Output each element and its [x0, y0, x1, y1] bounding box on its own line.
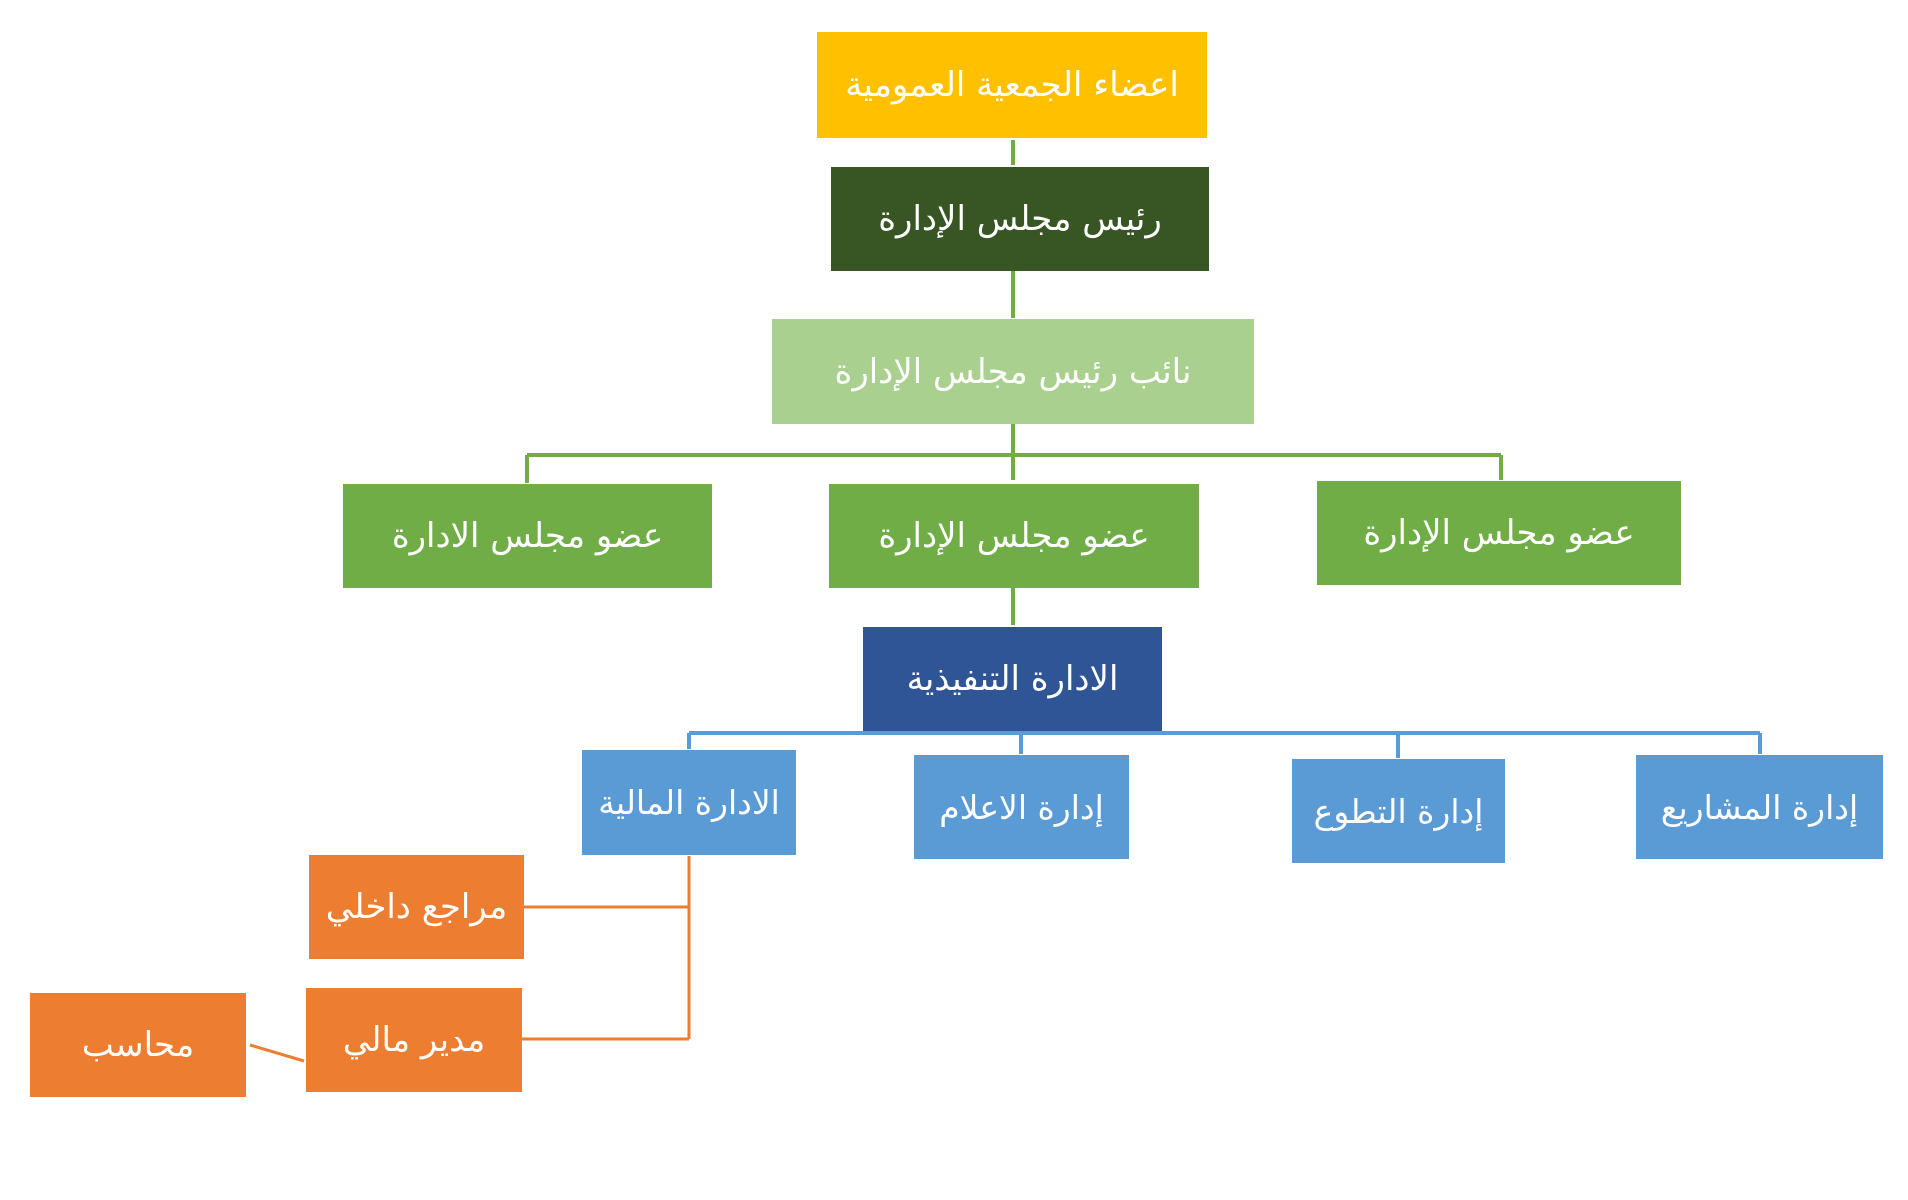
- internal-auditor-label: مراجع داخلي: [325, 887, 508, 927]
- accountant-label: محاسب: [81, 1025, 195, 1065]
- financial-manager-label: مدير مالي: [342, 1020, 486, 1060]
- vice-chairman-box: نائب رئيس مجلس الإدارة: [772, 319, 1254, 424]
- board-member-left-box: عضو مجلس الادارة: [343, 484, 712, 588]
- media-management-label: إدارة الاعلام: [939, 787, 1104, 827]
- board-member-right-box: عضو مجلس الإدارة: [1317, 481, 1681, 585]
- chairman-box: رئيس مجلس الإدارة: [831, 167, 1209, 271]
- chairman-label: رئيس مجلس الإدارة: [878, 199, 1162, 239]
- internal-auditor-box: مراجع داخلي: [309, 855, 524, 959]
- vice-chairman-label: نائب رئيس مجلس الإدارة: [834, 351, 1192, 392]
- board-member-center-label: عضو مجلس الإدارة: [878, 516, 1150, 556]
- projects-management-label: إدارة المشاريع: [1660, 787, 1859, 827]
- volunteering-management-box: إدارة التطوع: [1292, 759, 1505, 863]
- executive-management-label: الادارة التنفيذية: [906, 659, 1119, 699]
- financial-management-box: الادارة المالية: [582, 750, 796, 855]
- general-assembly-label: اعضاء الجمعية العمومية: [845, 65, 1179, 105]
- connector-manager-accountant: [249, 1043, 305, 1063]
- board-member-center-box: عضو مجلس الإدارة: [829, 484, 1199, 588]
- board-member-left-label: عضو مجلس الادارة: [391, 516, 664, 556]
- financial-manager-box: مدير مالي: [306, 988, 522, 1092]
- media-management-box: إدارة الاعلام: [914, 755, 1129, 859]
- projects-management-box: إدارة المشاريع: [1636, 755, 1883, 859]
- executive-management-box: الادارة التنفيذية: [863, 627, 1162, 731]
- financial-management-label: الادارة المالية: [598, 783, 780, 822]
- general-assembly-box: اعضاء الجمعية العمومية: [817, 32, 1207, 138]
- accountant-box: محاسب: [30, 993, 246, 1097]
- volunteering-management-label: إدارة التطوع: [1313, 791, 1484, 831]
- board-member-right-label: عضو مجلس الإدارة: [1363, 513, 1635, 553]
